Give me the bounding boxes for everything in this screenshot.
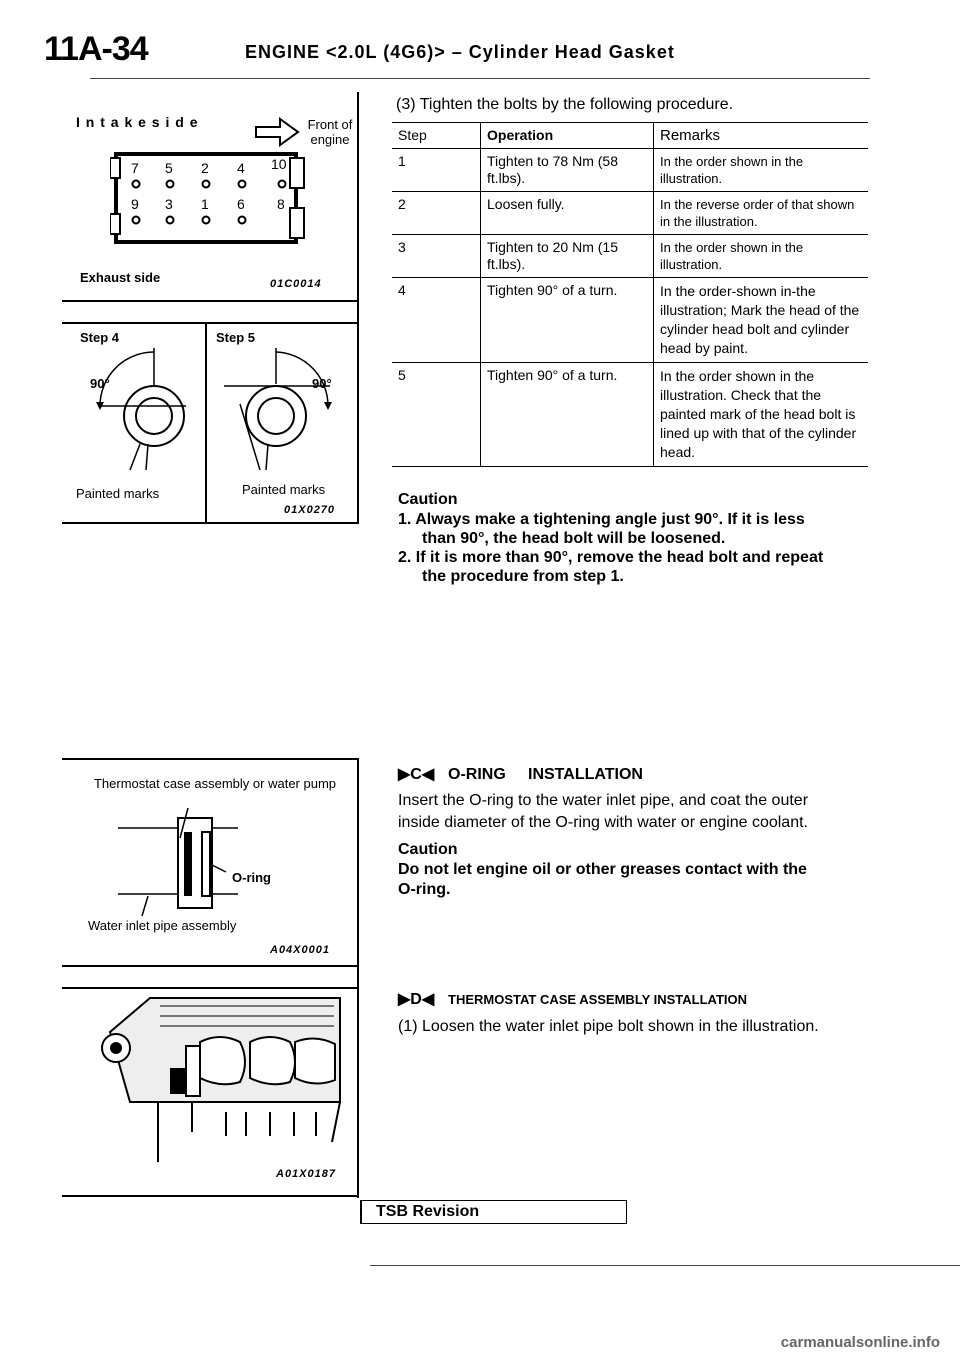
oring-caution-text-2: O-ring. <box>398 881 451 898</box>
front-of-engine-label: Front of engine <box>307 117 353 147</box>
table-header-row: Step Operation Remarks <box>392 122 868 149</box>
oring-heading-marker: ▶C◀ <box>398 766 435 783</box>
figure-id: A01X0187 <box>276 1168 336 1180</box>
bolt-number: 7 <box>131 160 139 176</box>
fig2-divider-b <box>62 987 358 989</box>
angle-label: 90° <box>312 376 332 391</box>
step-5-bolt-icon <box>224 348 332 471</box>
thermostat-case-label: Thermostat case assembly or water pump <box>93 776 337 791</box>
figure-id: 01C0014 <box>270 278 322 290</box>
step-cell: 1 <box>392 148 481 192</box>
remarks-cell: In the order shown in the illustration. <box>653 148 868 192</box>
tightening-procedure-table: Step Operation Remarks 1 Tighten to 78 N… <box>392 122 868 467</box>
procedure-intro: (3) Tighten the bolts by the following p… <box>396 96 734 113</box>
oring-label: O-ring <box>232 870 271 885</box>
figure-id: 01X0270 <box>284 504 336 516</box>
oring-diagram <box>118 808 238 917</box>
step-4-bolt-icon <box>96 348 186 471</box>
step-5-label: Step 5 <box>216 330 256 345</box>
operation-cell: Loosen fully. <box>480 191 654 235</box>
oring-caution-title: Caution <box>398 841 458 858</box>
step-cell: 2 <box>392 191 481 235</box>
remarks-cell: In the reverse order of that shown in th… <box>653 191 868 235</box>
bolt-number: 1 <box>201 196 209 212</box>
oring-installation-heading: O-RING INSTALLATION <box>448 766 643 783</box>
cylinder-head-bolt-diagram <box>110 152 305 244</box>
remarks-cell: In the order-shown in-the illustration; … <box>653 277 868 363</box>
oring-caution-text-1: Do not let engine oil or other greases c… <box>398 861 807 878</box>
page-title: ENGINE <2.0L (4G6)> – Cylinder Head Gask… <box>245 42 675 62</box>
angle-label: 90° <box>90 376 110 391</box>
remarks-cell: In the order shown in the illustration. … <box>653 362 868 467</box>
fig2-bottom <box>62 1195 358 1197</box>
table-header-step: Step <box>392 122 481 149</box>
header-rule <box>90 78 870 79</box>
watermark-url: carmanualsonline.info <box>780 1334 940 1351</box>
caution-item-2-cont: the procedure from step 1. <box>422 568 624 585</box>
fig2-divider <box>62 965 358 967</box>
operation-cell: Tighten 90° of a turn. <box>480 277 654 363</box>
thermostat-heading-marker: ▶D◀ <box>398 991 435 1008</box>
bolt-number: 10 <box>271 156 287 172</box>
exhaust-side-label: Exhaust side <box>80 270 161 285</box>
thermostat-installation-heading: THERMOSTAT CASE ASSEMBLY INSTALLATION <box>448 992 748 1007</box>
thermostat-text: (1) Loosen the water inlet pipe bolt sho… <box>398 1018 819 1035</box>
table-header-operation: Operation <box>480 122 654 149</box>
remarks-cell: In the order shown in the illustration. <box>653 234 868 278</box>
caution-item-1-cont: than 90°, the head bolt will be loosened… <box>422 530 726 547</box>
caution-title: Caution <box>398 491 458 508</box>
table-row: 1 Tighten to 78 Nm (58 ft.lbs). In the o… <box>392 148 868 192</box>
table-row: 5 Tighten 90° of a turn. In the order sh… <box>392 362 868 467</box>
step-4-label: Step 4 <box>80 330 120 345</box>
painted-marks-label: Painted marks <box>242 482 326 497</box>
intake-side-label: I n t a k e s i d e <box>76 114 199 130</box>
bolt-number: 2 <box>201 160 209 176</box>
table-row: 4 Tighten 90° of a turn. In the order-sh… <box>392 277 868 363</box>
bolt-number: 6 <box>237 196 245 212</box>
engine-bolt-illustration <box>101 997 341 1162</box>
table-row: 3 Tighten to 20 Nm (15 ft.lbs). In the o… <box>392 234 868 278</box>
fig-frame-right <box>357 92 359 524</box>
fig2-top <box>62 758 358 760</box>
table-header-remarks: Remarks <box>653 122 868 149</box>
step-cell: 5 <box>392 362 481 467</box>
fig-divider-3 <box>205 322 207 522</box>
fig-divider-2 <box>62 322 358 324</box>
step-cell: 3 <box>392 234 481 278</box>
tsb-revision-box: TSB Revision <box>360 1200 627 1224</box>
oring-text-line-2: inside diameter of the O-ring with water… <box>398 814 808 831</box>
fig2-frame-right <box>357 758 359 1198</box>
fig-bottom <box>62 522 358 524</box>
water-inlet-pipe-label: Water inlet pipe assembly <box>88 918 237 933</box>
page-code: 11A-34 <box>44 30 149 68</box>
bolt-number: 5 <box>165 160 173 176</box>
footer-rule <box>370 1265 960 1266</box>
operation-cell: Tighten to 20 Nm (15 ft.lbs). <box>480 234 654 278</box>
step-cell: 4 <box>392 277 481 363</box>
operation-cell: Tighten 90° of a turn. <box>480 362 654 467</box>
bolt-number: 3 <box>165 196 173 212</box>
operation-cell: Tighten to 78 Nm (58 ft.lbs). <box>480 148 654 192</box>
fig-divider-1 <box>62 300 358 302</box>
caution-item-2: 2. If it is more than 90°, remove the he… <box>398 549 824 566</box>
caution-item-1: 1. Always make a tightening angle just 9… <box>398 511 805 528</box>
figure-id: A04X0001 <box>270 944 330 956</box>
bolt-number: 9 <box>131 196 139 212</box>
front-arrow-icon <box>255 117 300 147</box>
bolt-number: 4 <box>237 160 245 176</box>
oring-text-line-1: Insert the O-ring to the water inlet pip… <box>398 792 809 809</box>
table-row: 2 Loosen fully. In the reverse order of … <box>392 191 868 235</box>
painted-marks-label: Painted marks <box>76 486 160 501</box>
bolt-number: 8 <box>277 196 285 212</box>
